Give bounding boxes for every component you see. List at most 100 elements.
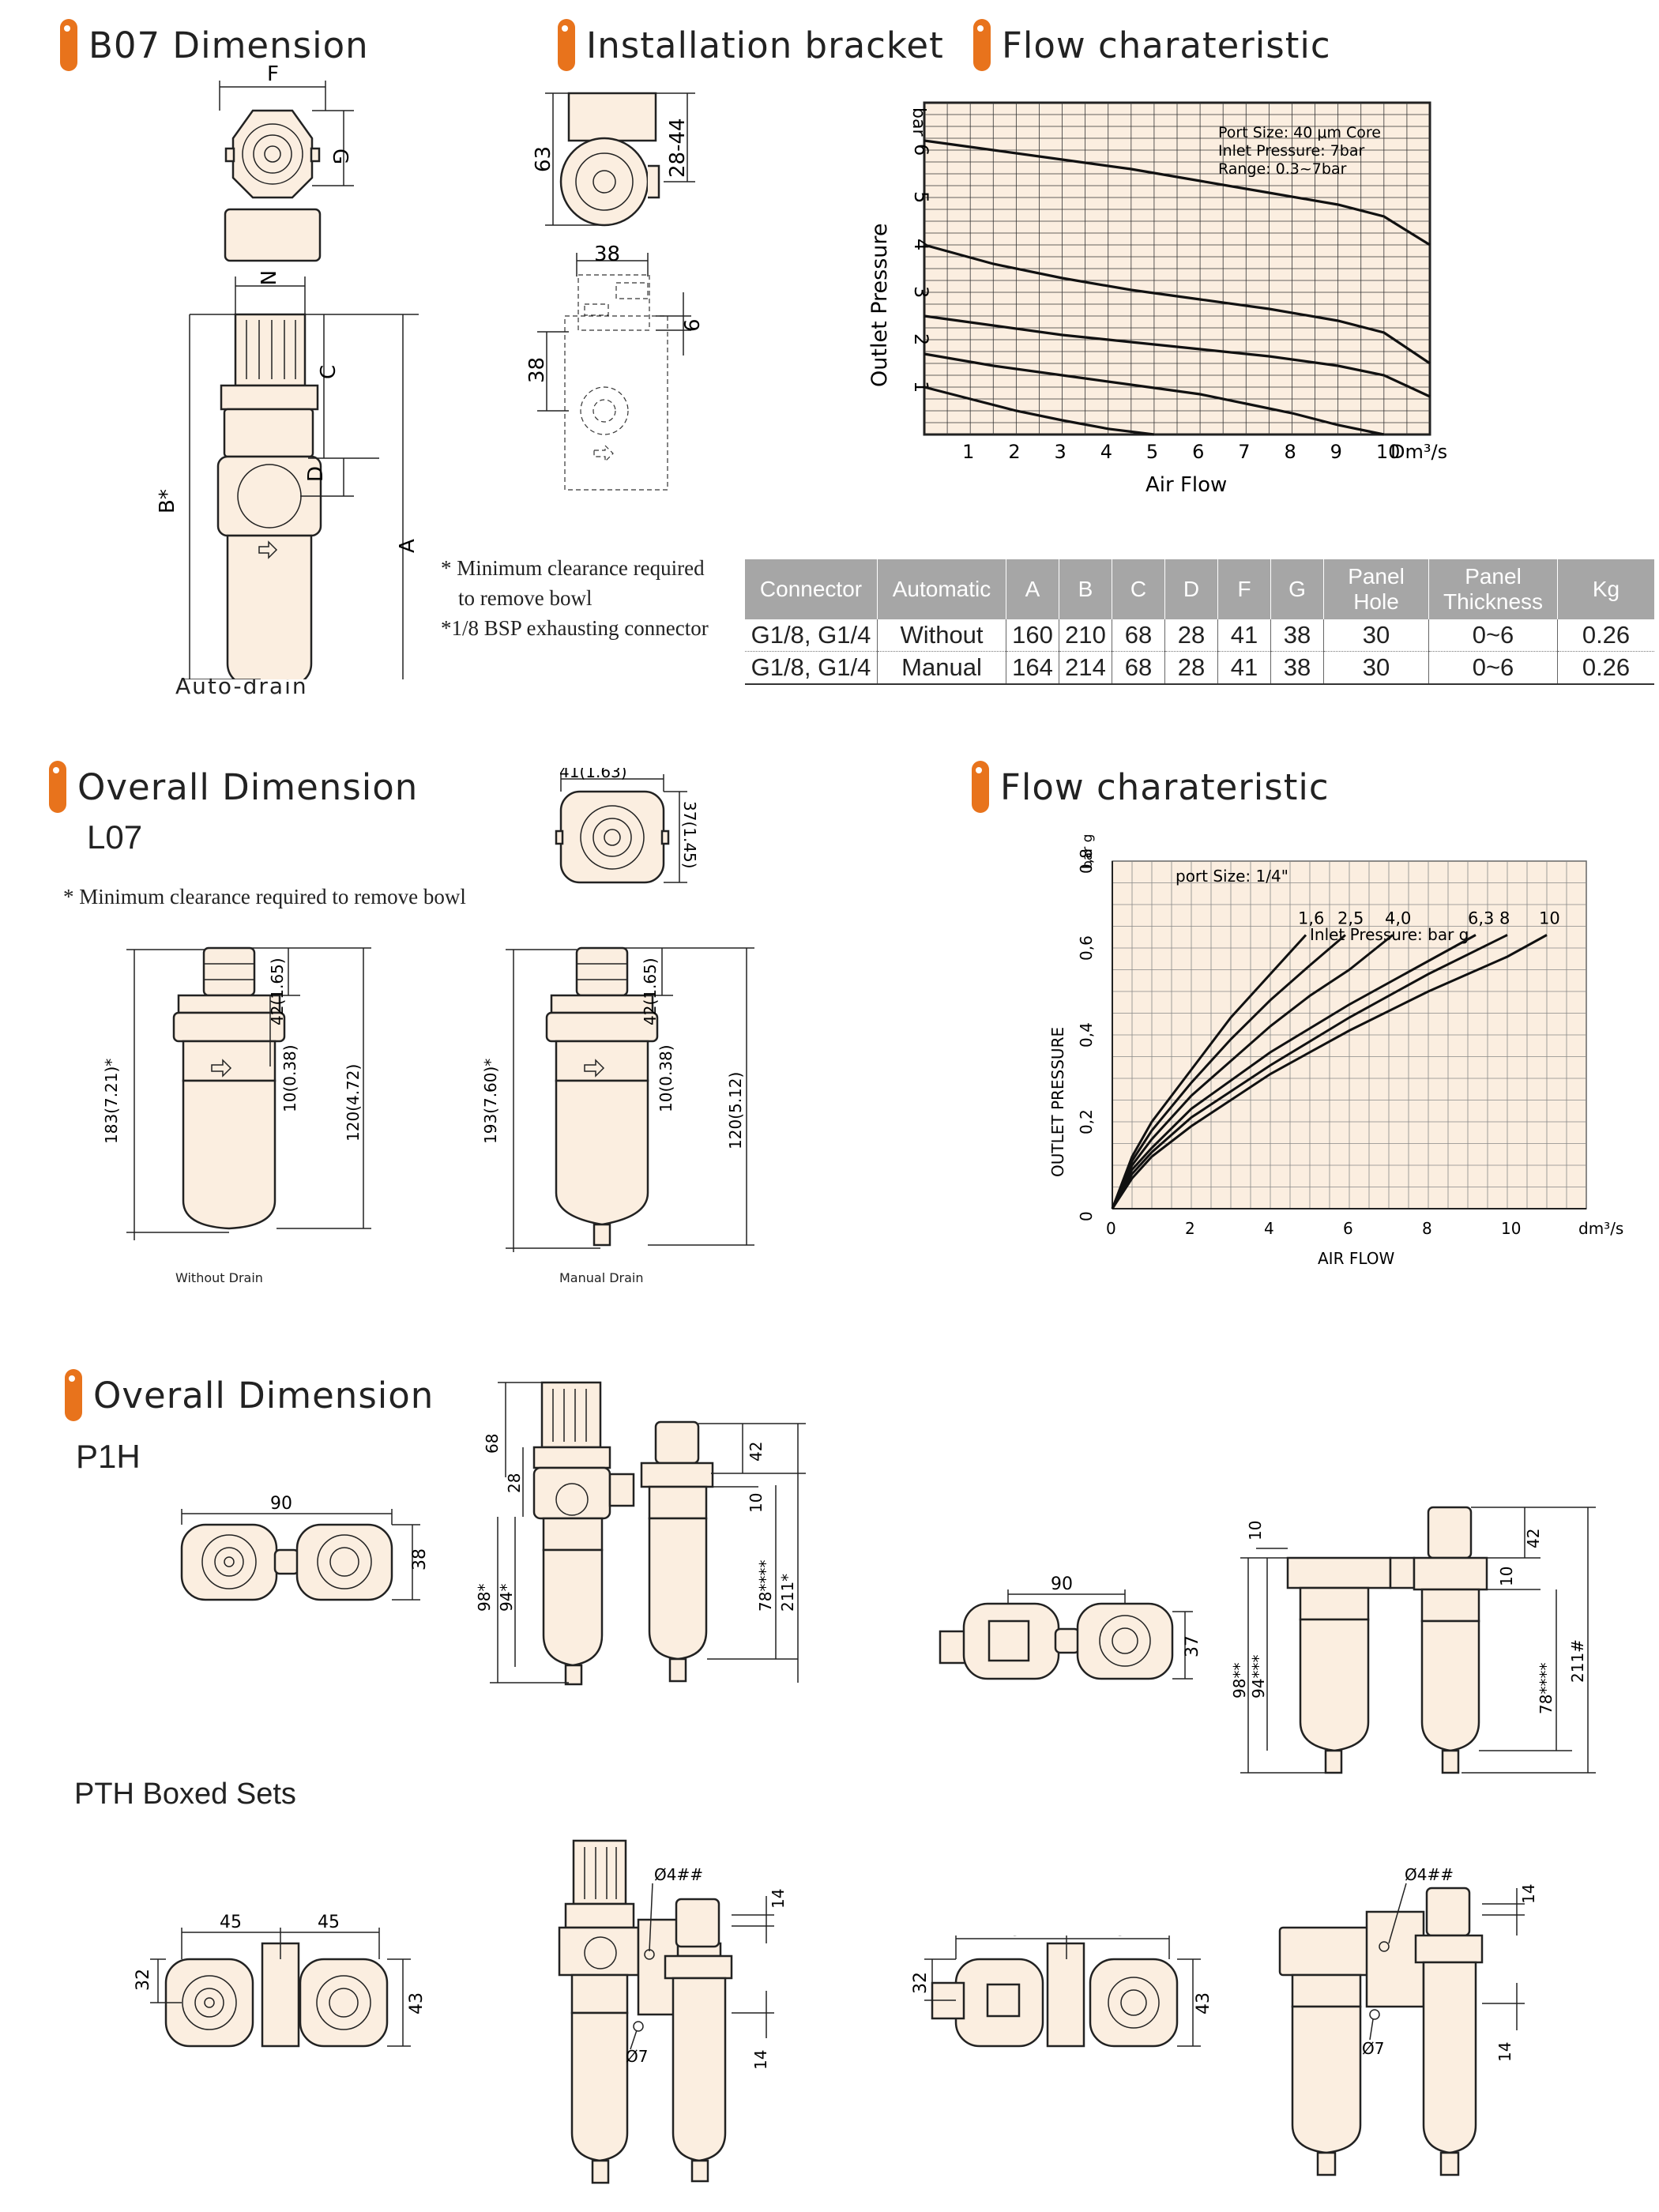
pth-front-view-left: Ø4## 14 14 Ø7 <box>558 1839 788 2184</box>
spec-header-cell: D <box>1164 559 1218 619</box>
bracket-dim-6: 6 <box>681 318 703 332</box>
spec-cell: 214 <box>1059 651 1112 685</box>
spec-cell: 30 <box>1323 619 1429 652</box>
chart2-x-tick: 6 <box>1343 1219 1353 1238</box>
heading-text: B07 Dimension <box>88 24 369 66</box>
chart1-x-tick: 9 <box>1330 441 1342 463</box>
pth-dim-14c: 14 <box>1519 1884 1538 1904</box>
pth-top-view-right: 32 45 45 43 <box>911 1936 1209 2048</box>
l07-note: * Minimum clearance required to remove b… <box>63 885 466 908</box>
heading-text: Flow charateristic <box>1002 24 1331 66</box>
chart1-y-tick: 3 <box>910 286 932 298</box>
chart1-y-tick: 5 <box>910 191 932 203</box>
chart2-series-line <box>1111 934 1346 1209</box>
p1h-dim-90b: 90 <box>1051 1574 1073 1594</box>
pth-dim-phi4: Ø4## <box>654 1865 703 1884</box>
spec-cell: 0.26 <box>1557 651 1654 685</box>
pth-top-view-left: 32 45 45 43 <box>134 1913 427 2048</box>
spec-cell: 68 <box>1112 651 1165 685</box>
pth-dim-phi7b: Ø7 <box>1362 2039 1384 2058</box>
p1h-dim-90: 90 <box>270 1494 292 1514</box>
chart2-y-tick: 0,2 <box>1077 1109 1096 1134</box>
spec-cell: 0~6 <box>1428 651 1558 685</box>
spec-cell: 68 <box>1112 619 1165 652</box>
chart1-series-line <box>924 314 1431 398</box>
spec-header-cell: Connector <box>745 559 878 619</box>
p1h-dim-c94: 94*** <box>1249 1655 1268 1698</box>
chart2-y-tick: 0,8 <box>1077 848 1096 874</box>
chart1-x-label: Air Flow <box>1146 473 1227 497</box>
chart2-legend-title: Inlet Pressure: bar g <box>1310 925 1469 944</box>
chart2-series-label: 4,0 <box>1385 909 1411 928</box>
heading-text: Installation bracket <box>586 24 944 66</box>
l07-top-view: 41(1.63) 37(1.45) <box>555 768 699 884</box>
chart1-y-tick: 6 <box>910 144 932 156</box>
bracket-dim-28-44: 28-44 <box>666 118 690 178</box>
heading-p1h: Overall Dimension <box>65 1369 434 1421</box>
dim-F: F <box>267 63 279 86</box>
bullet-icon <box>973 19 991 71</box>
p1h-top-view-right: 90 37 <box>939 1574 1201 1680</box>
spec-cell: Without <box>877 619 1006 652</box>
pth-dim-45a: 45 <box>220 1913 242 1932</box>
dim-A: A <box>396 539 419 553</box>
spec-cell: 0.26 <box>1557 619 1654 652</box>
p1h-dim-78: 78**** <box>756 1560 775 1612</box>
chart2-x-unit: dm³/s <box>1578 1219 1623 1238</box>
l07-dim-a-42: 42(1.65) <box>268 957 287 1025</box>
chart1-y-unit: bar <box>908 107 928 137</box>
pth-dim-45d: 45 <box>1104 1936 1127 1940</box>
p1h-dim-68: 68 <box>483 1434 502 1454</box>
l07-dim-a-10: 10(0.38) <box>280 1044 299 1112</box>
chart2-x-tick: 10 <box>1501 1219 1521 1238</box>
l07-dim-a-120: 120(4.72) <box>344 1064 363 1142</box>
chart2-series-label: 1,6 <box>1298 909 1324 928</box>
pth-dim-phi4b: Ø4## <box>1405 1865 1454 1884</box>
pth-dim-32: 32 <box>134 1969 153 1991</box>
spec-header-cell: B <box>1059 559 1112 619</box>
chart1-x-tick: 5 <box>1146 441 1158 463</box>
chart1-x-tick: 4 <box>1100 441 1112 463</box>
l07-dim-b-120: 120(5.12) <box>726 1072 745 1149</box>
l07-dim-top-w: 41(1.63) <box>559 768 627 781</box>
chart2-x-tick: 4 <box>1264 1219 1274 1238</box>
p1h-dim-98: 98* <box>475 1584 494 1612</box>
spec-header-cell: Panel Thickness <box>1428 559 1558 619</box>
p1h-dim-28: 28 <box>505 1473 524 1493</box>
chart1-x-tick: 2 <box>1008 441 1020 463</box>
pth-dim-32b: 32 <box>911 1972 931 1994</box>
bullet-icon <box>60 19 77 71</box>
chart1-x-tick: 1 <box>962 441 974 463</box>
chart2-x-tick: 0 <box>1106 1219 1116 1238</box>
l07-dim-a-total: 183(7.21)* <box>102 1059 121 1144</box>
chart2-series-label: 8 <box>1499 909 1510 928</box>
spec-cell: 38 <box>1270 619 1324 652</box>
p1h-front-view-left: 68 28 98* 94* 42 10 78**** 211* <box>475 1381 806 1686</box>
chart1-x-tick: 3 <box>1055 441 1066 463</box>
p1h-subtitle: P1H <box>76 1438 141 1475</box>
chart1-series-line <box>924 386 1155 436</box>
chart2-series-line <box>1111 934 1477 1209</box>
p1h-dim-c10b: 10 <box>1497 1567 1516 1586</box>
p1h-top-view-left: 90 38 <box>180 1494 427 1601</box>
spec-cell: 41 <box>1217 651 1271 685</box>
pth-dim-45b: 45 <box>318 1913 340 1932</box>
chart2-y-tick: 0,6 <box>1077 935 1096 961</box>
p1h-front-view-right: 10 98** 94*** 42 10 78**** 211# <box>1230 1506 1596 1774</box>
clearance-note-line2: to remove bowl <box>458 586 592 610</box>
dim-N: N <box>255 270 279 285</box>
spec-cell: 164 <box>1006 651 1059 685</box>
chart2-title: port Size: 1/4" <box>1176 867 1288 886</box>
spec-header-cell: Panel Hole <box>1323 559 1429 619</box>
l07-dim-b-10: 10(0.38) <box>656 1044 675 1112</box>
dim-C: C <box>317 365 340 379</box>
p1h-dim-94: 94* <box>497 1584 516 1612</box>
bullet-icon <box>558 19 575 71</box>
chart2-series-line <box>1111 934 1394 1209</box>
